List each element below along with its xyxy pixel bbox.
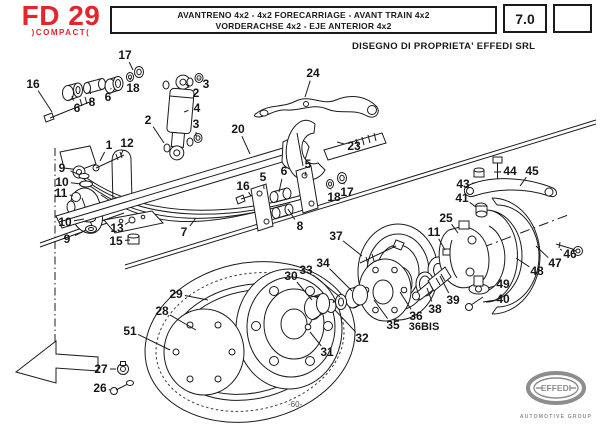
shield-bolt: [555, 241, 583, 256]
spring-eye-bolt: [92, 151, 125, 172]
shock-washers-and-nuts: [162, 73, 204, 153]
brand-logo: FD 29 )COMPACT(: [20, 0, 102, 38]
brake-disc-shield: [485, 197, 541, 315]
hub-cover-plate: [163, 308, 245, 396]
page-number: -60-: [288, 400, 303, 409]
manufacturer-logo-subtitle: AUTOMOTIVE GROUP: [519, 414, 593, 420]
kingpin-parts: [473, 156, 503, 218]
wheel-rim: [235, 268, 343, 390]
lower-steering-arm: [463, 178, 557, 198]
spring-plate-and-nut: [103, 210, 164, 245]
section-code-box: 7.0: [503, 4, 547, 33]
manufacturer-name: EFFEDI: [541, 383, 571, 393]
manufacturer-logo: EFFEDI AUTOMOTIVE GROUP: [518, 371, 594, 420]
ownership-note: DISEGNO DI PROPRIETA' EFFEDI SRL: [352, 41, 536, 52]
leader-lines: [37, 61, 563, 391]
rear-shackle: [235, 165, 347, 232]
u-bolt: [111, 149, 133, 205]
upper-steering-arm: [254, 96, 379, 118]
hub-bolt: [359, 239, 405, 265]
axle-yoke: [285, 119, 387, 181]
tie-rod-end-and-bolt: [465, 275, 490, 311]
revision-box: [553, 4, 592, 33]
direction-arrow: [14, 339, 99, 384]
section-code: 7.0: [515, 10, 535, 27]
title-line-1: AVANTRENO 4x2 - 4x2 FORECARRIAGE - AVANT…: [177, 10, 430, 20]
front-bushing-set: [43, 66, 144, 123]
model-code: FD 29: [21, 0, 101, 31]
wheel-hub-group: [304, 258, 413, 331]
title-line-2: VORDERACHSE 4x2 - EJE ANTERIOR 4x2: [215, 21, 392, 31]
valve-parts: [110, 361, 134, 395]
manufacturer-oval-icon: EFFEDI: [526, 371, 586, 405]
model-variant: )COMPACT(: [31, 28, 91, 37]
title-box: AVANTRENO 4x2 - 4x2 FORECARRIAGE - AVANT…: [110, 6, 497, 34]
shock-absorber: [166, 74, 195, 161]
